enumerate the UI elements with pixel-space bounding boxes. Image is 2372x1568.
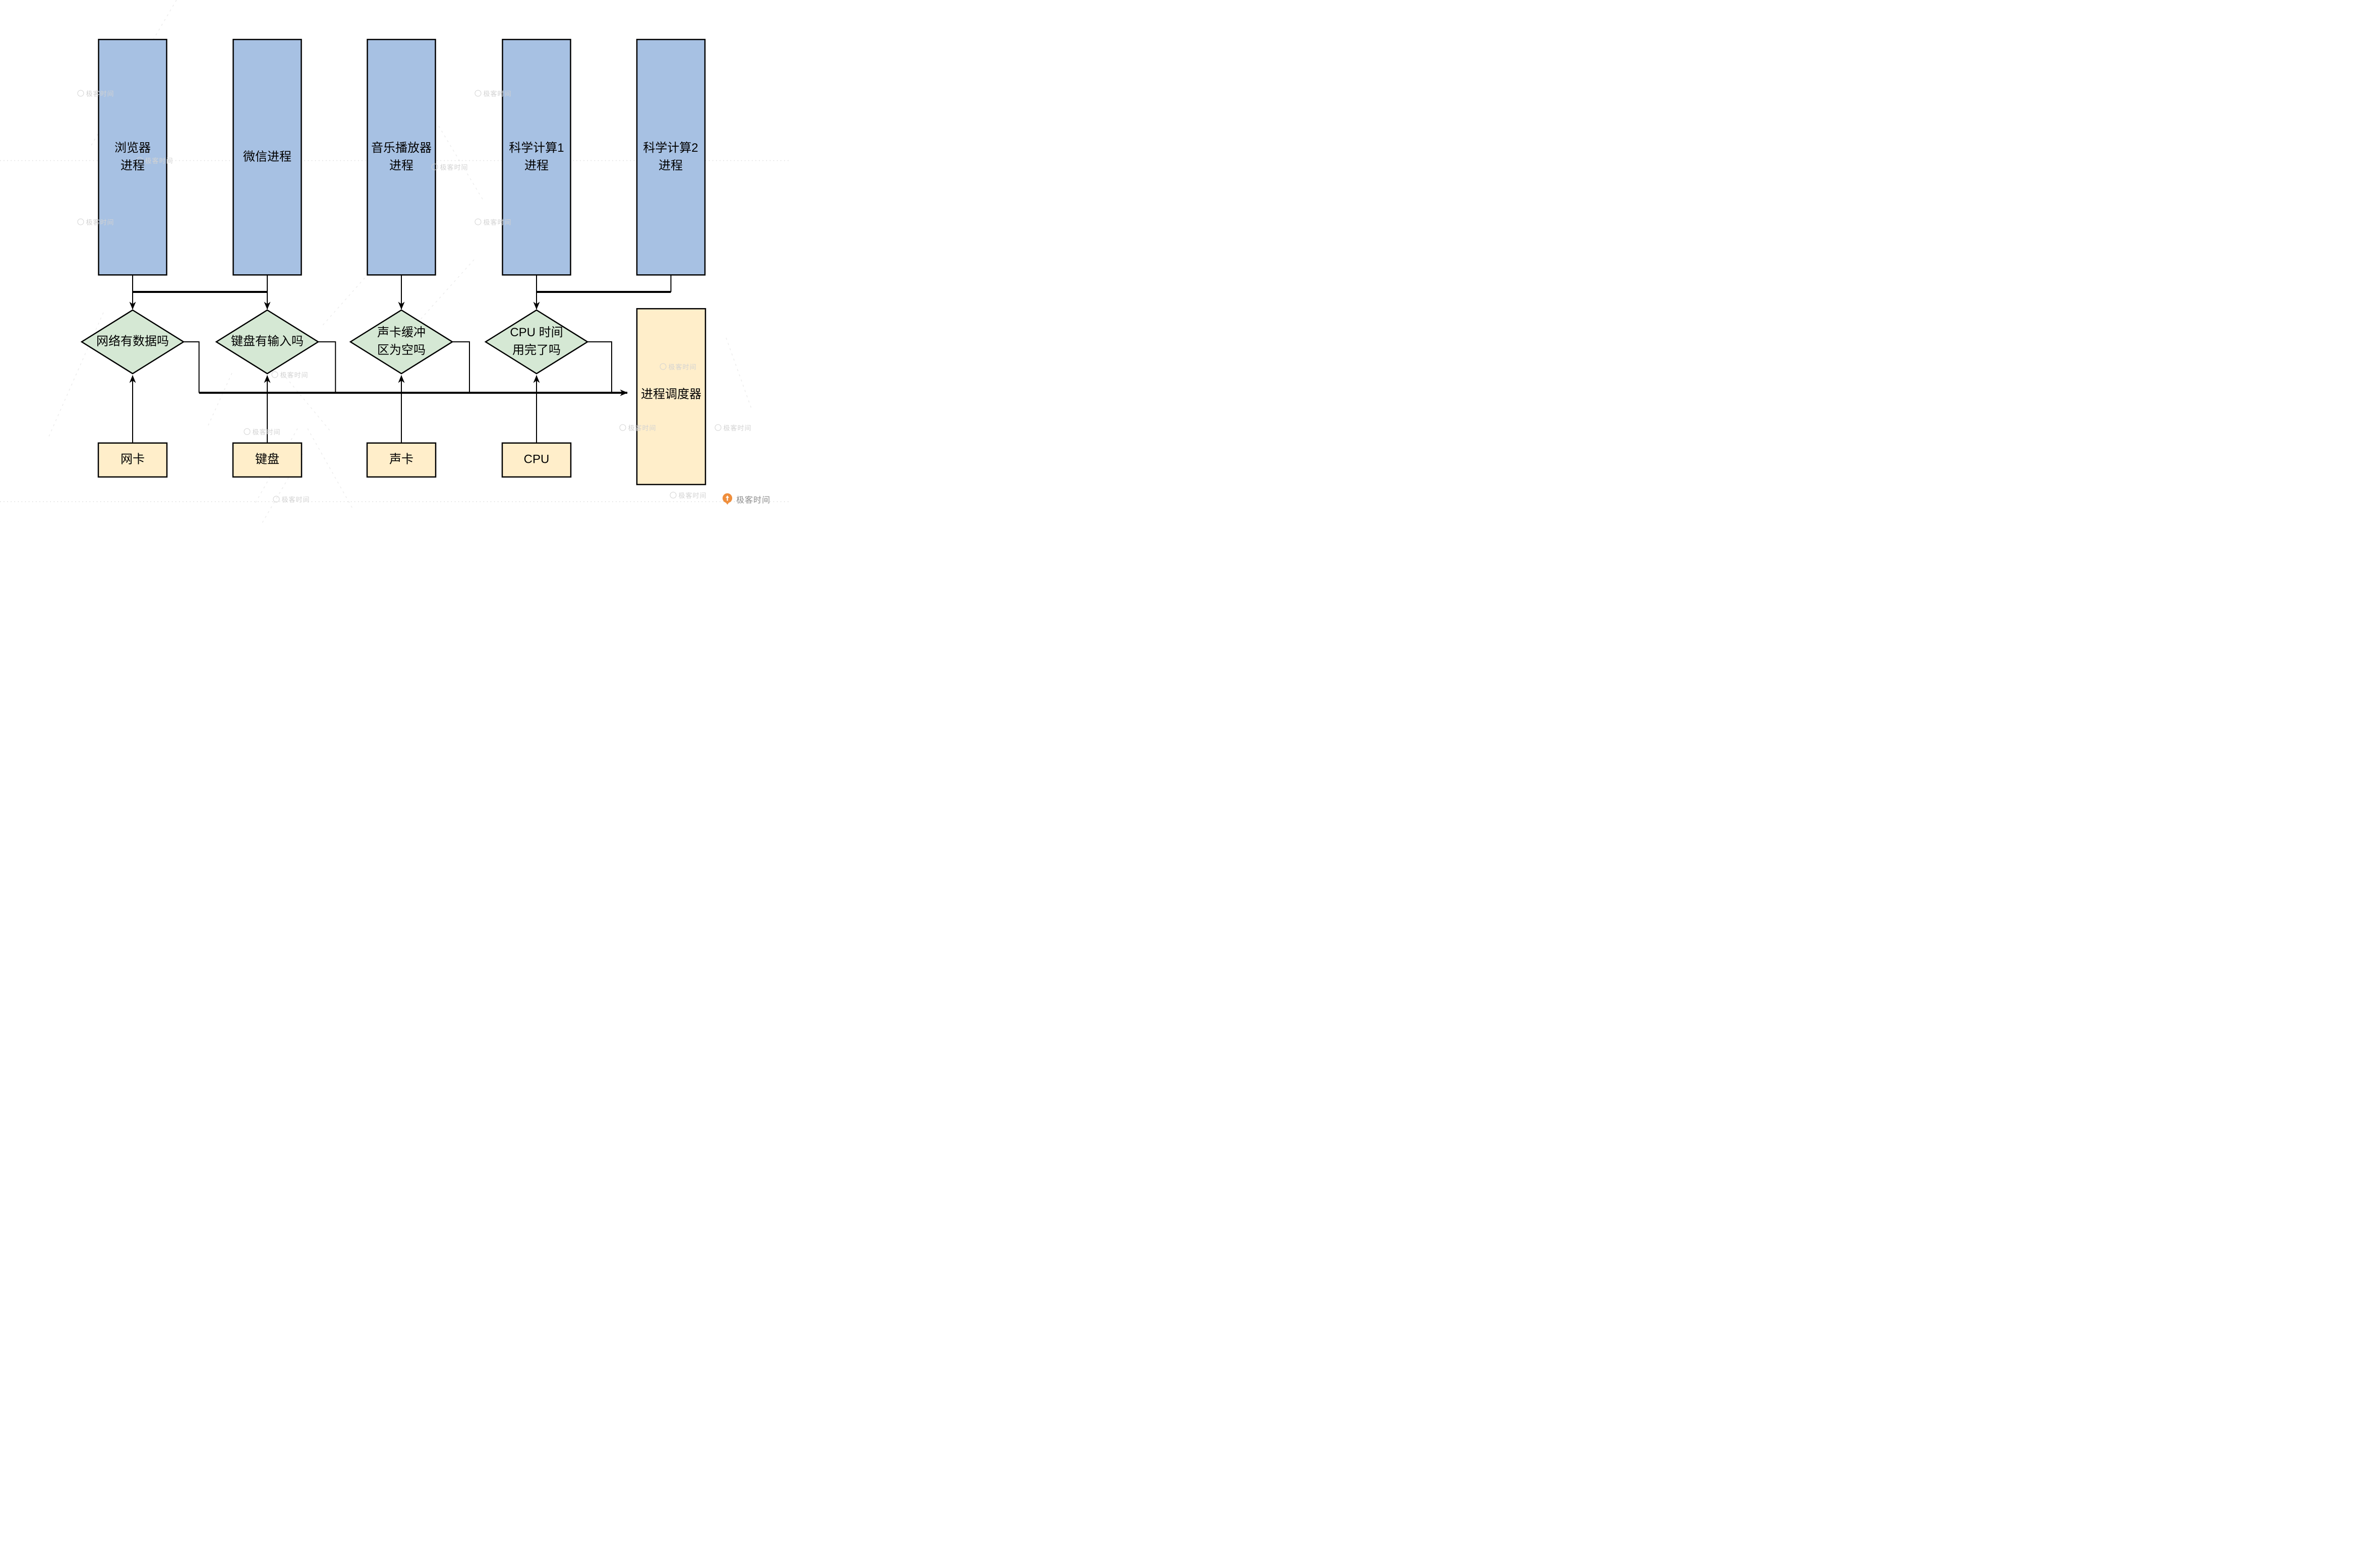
decision-diamonds	[80, 309, 589, 375]
decision-to-bus-connectors	[184, 341, 612, 393]
geektime-brand-logo: 极客时间	[722, 493, 770, 505]
device-rects	[97, 442, 572, 478]
scheduler-rect	[636, 308, 706, 486]
device-to-decision-arrows	[129, 375, 540, 443]
process-to-decision-connectors	[129, 275, 672, 310]
geektime-logo-icon	[722, 493, 733, 505]
process-rects	[98, 39, 706, 276]
geektime-logo-text: 极客时间	[736, 496, 771, 505]
diagram-shapes-and-connectors	[0, 0, 791, 523]
flowchart-canvas: 极客时间 极客时间 极客时间 极客时间 极客时间 极客时间 极客时间 极客时间 …	[0, 0, 791, 523]
